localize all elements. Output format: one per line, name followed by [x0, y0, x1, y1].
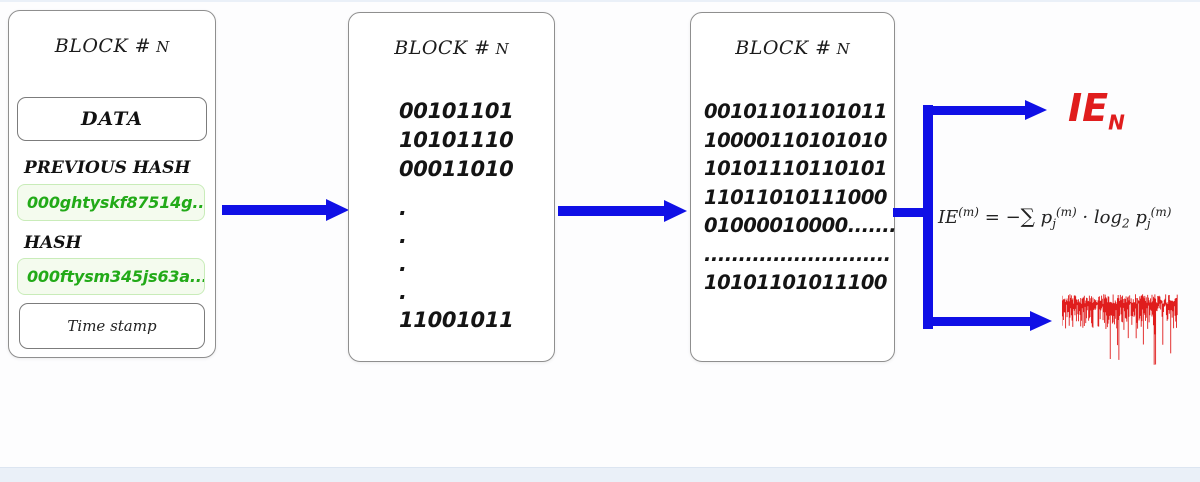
binary-line: 11001011 — [399, 308, 514, 332]
binary-line: 11011010111000 — [704, 185, 887, 209]
block-number: N — [156, 38, 170, 56]
block-card-3: BLOCK #N 00101101101011 10000110101010 1… — [690, 12, 897, 362]
previous-hash-label: PREVIOUS HASH — [24, 158, 191, 178]
entropy-formula: IE(m) = −∑ pj(m) · log2 pj(m) — [938, 204, 1172, 231]
arrow-right-icon — [930, 106, 1026, 115]
previous-hash-value: 000ghtyskf87514g... — [17, 184, 205, 221]
arrow-right-head-icon — [1025, 100, 1047, 120]
ellipsis-dots: . . . . — [399, 194, 514, 306]
binary-line: 10101101011100 — [704, 271, 887, 294]
data-box: DATA — [17, 97, 207, 141]
block-title-text: BLOCK # — [54, 35, 152, 57]
arrow-right-head-icon — [326, 199, 349, 221]
formula-log: log — [1093, 207, 1123, 228]
connector-stub — [893, 208, 930, 217]
formula-lhs: IE — [938, 207, 959, 228]
binary-line: 00011010 — [399, 157, 514, 181]
binary-line: 10101110 — [399, 128, 514, 152]
formula-p1: p — [1040, 207, 1053, 228]
arrow-right-icon — [222, 205, 327, 215]
footer-bar — [0, 467, 1200, 482]
top-edge-strip — [0, 0, 1200, 2]
entropy-label-base: IE — [1068, 86, 1109, 130]
block-title: BLOCK #N — [349, 37, 554, 59]
entropy-label: IEN — [1068, 86, 1125, 145]
noise-signal-icon — [1062, 294, 1178, 365]
block-number: N — [836, 40, 850, 58]
block-number: N — [495, 40, 509, 58]
block-title: BLOCK #N — [691, 37, 894, 59]
dot: . — [399, 280, 407, 304]
block-title-text: BLOCK # — [394, 37, 491, 59]
dot: . — [399, 252, 407, 276]
binary-line: 10000110101010 — [704, 128, 887, 152]
binary-line: 01000010000....... — [704, 214, 897, 237]
formula-p2: p — [1135, 207, 1147, 228]
sigma-symbol: ∑ — [1020, 204, 1035, 228]
block-card-1: BLOCK #N DATA PREVIOUS HASH 000ghtyskf87… — [8, 10, 216, 358]
ellipsis-row: ........................... — [704, 242, 891, 266]
binary-data-list: 00101101 10101110 00011010 . . . . 11001… — [399, 97, 514, 335]
binary-line: 00101101 — [399, 99, 514, 123]
binary-data-list: 00101101101011 10000110101010 1010111011… — [704, 98, 897, 298]
dot: . — [399, 224, 407, 248]
arrow-right-head-icon — [664, 200, 687, 222]
binary-line: 10101110110101 — [704, 157, 887, 180]
timestamp-box: Time stamp — [19, 303, 205, 349]
arrow-right-icon — [930, 317, 1032, 326]
connector-vertical-line — [923, 105, 933, 329]
dot: . — [399, 196, 407, 220]
arrow-right-head-icon — [1030, 311, 1052, 331]
binary-line: 00101101101011 — [704, 100, 887, 123]
block-card-2: BLOCK #N 00101101 10101110 00011010 . . … — [348, 12, 555, 362]
hash-label: HASH — [24, 233, 82, 253]
block-title-text: BLOCK # — [735, 37, 832, 59]
block-title: BLOCK #N — [9, 35, 215, 57]
entropy-label-sub: N — [1108, 110, 1125, 135]
arrow-right-icon — [558, 206, 665, 216]
hash-value: 000ftysm345js63a... — [17, 258, 205, 295]
